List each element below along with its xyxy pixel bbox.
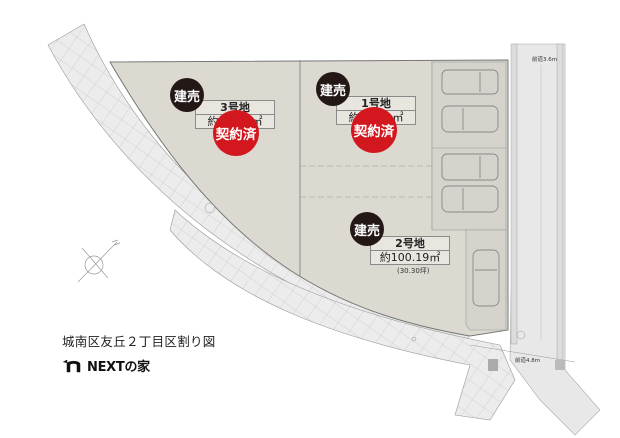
brand-logo: NEXTの家 <box>62 356 150 375</box>
car-icon <box>441 69 499 95</box>
lot-3-sold-badge: 契約済 <box>213 110 259 156</box>
parking-area-lot2 <box>465 229 507 331</box>
north-arrow-icon <box>77 239 121 283</box>
lot-1-sold-badge: 契約済 <box>351 107 397 153</box>
east-road-curb-left <box>510 43 518 345</box>
page-title: 城南区友丘２丁目区割り図 <box>62 334 216 349</box>
car-icon <box>441 185 499 213</box>
lot-area <box>109 59 509 337</box>
lot-2-type-badge: 建売 <box>350 212 384 246</box>
east-road <box>509 43 601 436</box>
car-icon <box>441 105 499 133</box>
road-label-east: 前道3.6m <box>532 57 558 63</box>
brand-name: NEXTの家 <box>87 360 150 375</box>
east-road-curb-right <box>556 43 564 365</box>
n-house-logo-icon <box>62 359 81 372</box>
parking-area <box>431 61 507 231</box>
lot-3-type-badge: 建売 <box>170 78 204 112</box>
lot-2-area: 約100.19㎡ <box>370 250 450 265</box>
lot-2-label[interactable]: 2号地 約100.19㎡ <box>370 236 450 265</box>
road-label-south: 前道4.8m <box>515 358 541 364</box>
lot-2-number: 2号地 <box>370 236 450 250</box>
car-icon <box>441 153 499 181</box>
lot-2-tsubo: (30.30坪) <box>397 267 430 275</box>
lot-1-number: 1号地 <box>336 96 416 110</box>
car-icon <box>472 249 500 307</box>
lot-1-type-badge: 建売 <box>316 72 350 106</box>
south-road <box>169 209 516 421</box>
